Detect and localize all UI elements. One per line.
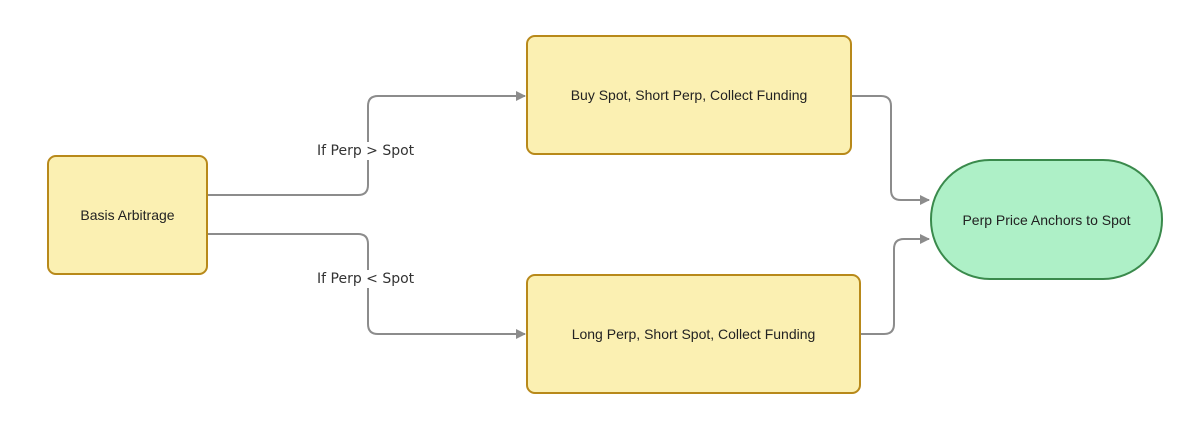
node-perp-price-anchors: Perp Price Anchors to Spot [930,159,1163,280]
arrow-long-perp-to-anchor [860,234,930,335]
arrow-buy-spot-to-anchor [851,95,930,205]
node-basis-arbitrage: Basis Arbitrage [47,155,208,275]
edge-label-perp-below-spot: If Perp < Spot [314,270,418,288]
node-long-perp-short-spot-label: Long Perp, Short Spot, Collect Funding [571,326,816,342]
node-buy-spot-short-perp-label: Buy Spot, Short Perp, Collect Funding [570,87,808,103]
node-buy-spot-short-perp: Buy Spot, Short Perp, Collect Funding [526,35,852,155]
node-long-perp-short-spot: Long Perp, Short Spot, Collect Funding [526,274,861,394]
node-perp-price-anchors-label: Perp Price Anchors to Spot [962,211,1131,228]
node-basis-arbitrage-label: Basis Arbitrage [80,207,175,223]
edge-label-perp-above-spot: If Perp > Spot [314,142,418,160]
